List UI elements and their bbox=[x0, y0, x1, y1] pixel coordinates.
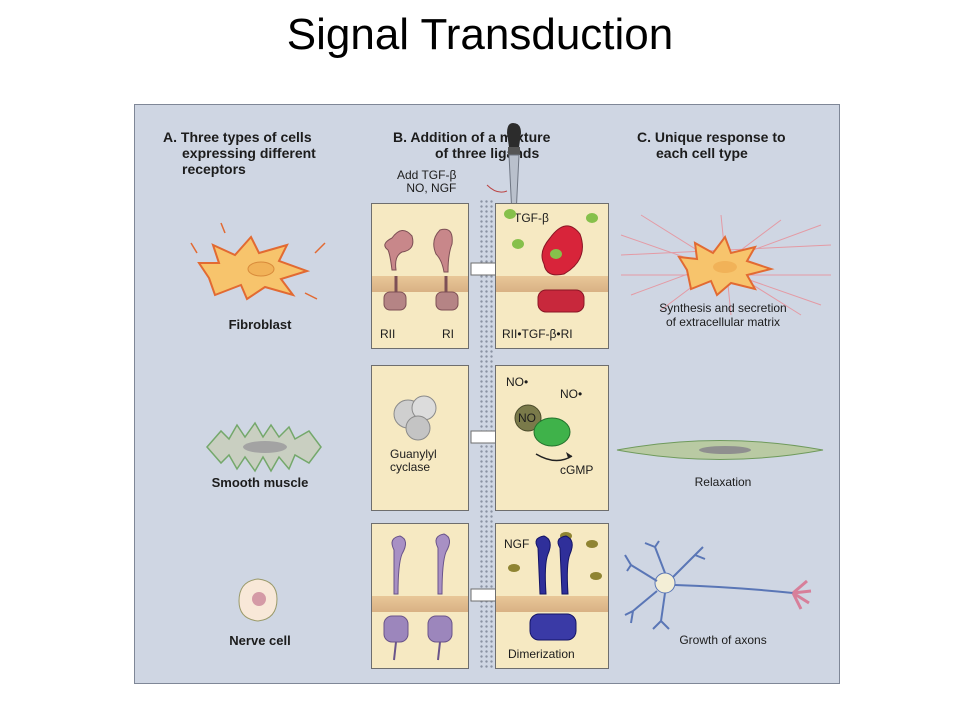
tgf-receptors-icon bbox=[383, 228, 459, 311]
panel-fibroblast-after: TGF-β RII•TGF-β•RI bbox=[495, 203, 609, 349]
nerve-cell-icon bbox=[238, 578, 278, 622]
panel-smooth-muscle-after: NO• NO• NO cGMP bbox=[495, 365, 609, 511]
activated-cyclase-icon bbox=[514, 404, 573, 462]
ngf-dimer-icon bbox=[508, 532, 602, 641]
column-c-heading: C. Unique response to each cell type bbox=[637, 129, 786, 161]
column-a-heading: A. Three types of cells expressing diffe… bbox=[163, 129, 316, 177]
product-label-cgmp: cGMP bbox=[560, 463, 594, 477]
cell-label-fibroblast: Fibroblast bbox=[228, 317, 292, 332]
response-relaxation: Relaxation bbox=[694, 475, 752, 489]
membrane bbox=[496, 596, 608, 612]
dropper-label: Add TGF-β NO, NGF bbox=[397, 169, 456, 195]
ligand-label-tgf: TGF-β bbox=[514, 211, 549, 225]
ligand-label-no-1: NO• bbox=[506, 375, 529, 389]
column-c-line-2: each cell type bbox=[656, 145, 748, 161]
dropper-label-line-2: NO, NGF bbox=[406, 181, 457, 195]
guanylyl-cyclase-icon bbox=[393, 395, 437, 441]
panel-nerve-after: NGF Dimerization bbox=[495, 523, 609, 669]
guanylyl-label-line-1: Guanylyl bbox=[390, 447, 437, 461]
panel-fibroblast-before: RII RI bbox=[371, 203, 469, 349]
neuron-axon-icon bbox=[624, 540, 812, 630]
response-matrix-line-2: of extracellular matrix bbox=[665, 315, 781, 329]
smooth-muscle-cell-icon bbox=[206, 421, 322, 473]
column-a-line-3: receptors bbox=[182, 161, 246, 177]
bound-no-label: NO bbox=[518, 411, 536, 425]
slide-title: Signal Transduction bbox=[286, 10, 674, 59]
signal-transduction-figure: A. Three types of cells expressing diffe… bbox=[134, 104, 840, 684]
tgf-complex-icon bbox=[504, 209, 598, 313]
column-c-line-1: C. Unique response to bbox=[637, 129, 786, 145]
panel-smooth-muscle-before: Guanylyl cyclase bbox=[371, 365, 469, 511]
ligand-label-no-2: NO• bbox=[560, 387, 583, 401]
ligand-label-ngf: NGF bbox=[504, 537, 530, 551]
panel-nerve-before bbox=[371, 523, 469, 669]
cell-label-nerve: Nerve cell bbox=[229, 633, 291, 648]
guanylyl-cyclase-label: Guanylyl cyclase bbox=[390, 448, 437, 474]
membrane bbox=[496, 276, 608, 292]
response-matrix-line-1: Synthesis and secretion bbox=[659, 301, 787, 315]
receptor-label-ri: RI bbox=[442, 327, 454, 341]
cell-label-smooth-muscle: Smooth muscle bbox=[211, 475, 309, 490]
complex-label-tgf: RII•TGF-β•RI bbox=[502, 327, 573, 341]
receptor-label-rii: RII bbox=[380, 327, 396, 341]
ngf-receptors-icon bbox=[383, 533, 453, 661]
response-matrix: Synthesis and secretion of extracellular… bbox=[633, 301, 813, 329]
guanylyl-label-line-2: cyclase bbox=[390, 460, 431, 474]
dropper-label-line-1: Add TGF-β bbox=[397, 168, 457, 182]
extracellular-matrix-icon bbox=[620, 214, 832, 316]
fibroblast-cell-icon bbox=[190, 222, 326, 301]
relaxed-muscle-icon bbox=[616, 440, 824, 460]
complex-label-dimerization: Dimerization bbox=[508, 647, 575, 661]
column-a-line-1: A. Three types of cells bbox=[163, 129, 312, 145]
column-a-line-2: expressing different bbox=[182, 145, 316, 161]
membrane bbox=[372, 596, 468, 612]
response-axon-growth: Growth of axons bbox=[679, 633, 767, 647]
